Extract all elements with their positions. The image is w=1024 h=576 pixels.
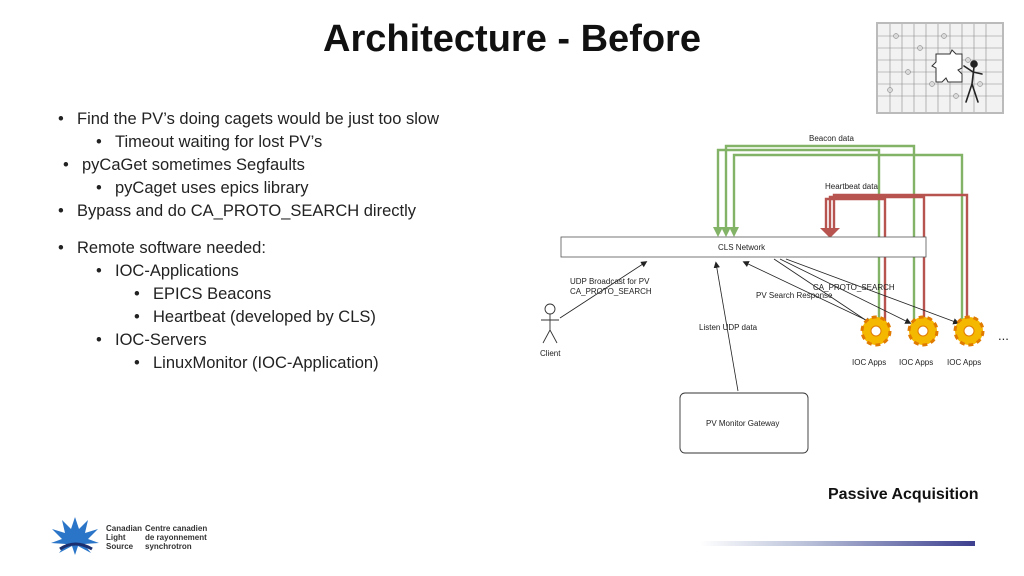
- more-ellipsis: ...: [998, 328, 1009, 343]
- pv-search-response-arrow: [742, 261, 867, 321]
- client-label: Client: [540, 349, 561, 358]
- architecture-diagram: Beacon data Heartbeat data CLS Network C…: [540, 134, 1009, 454]
- bullet-item: Timeout waiting for lost PV’s: [96, 131, 439, 154]
- bullet-item: Heartbeat (developed by CLS): [134, 306, 439, 329]
- beacon-arrowheads: [713, 227, 739, 237]
- heartbeat-data-label: Heartbeat data: [825, 182, 878, 191]
- slide-title: Architecture - Before: [323, 18, 701, 60]
- bullet-item: IOC-Applications: [96, 260, 439, 283]
- ioc-apps-label: IOC Apps: [947, 358, 981, 367]
- footer-gradient-line: [700, 541, 975, 546]
- ioc-search-arrow: [773, 258, 872, 324]
- bullet-item: LinuxMonitor (IOC-Application): [134, 352, 439, 375]
- bullet-item: Bypass and do CA_PROTO_SEARCH directly: [58, 200, 439, 223]
- cls-logo-mark: [51, 517, 99, 555]
- bullet-item: pyCaget uses epics library: [96, 177, 439, 200]
- listen-udp-arrow: [713, 261, 739, 392]
- udp-broadcast-label: UDP Broadcast for PV: [570, 277, 650, 286]
- bullet-item: Find the PV’s doing cagets would be just…: [58, 108, 439, 131]
- ioc-search-arrow: [779, 258, 912, 324]
- ioc-apps-label: IOC Apps: [852, 358, 886, 367]
- gear-icon: [953, 315, 985, 347]
- client-actor: [541, 303, 559, 344]
- udp-proto-label: CA_PROTO_SEARCH: [570, 287, 652, 296]
- pv-monitor-gateway-box: [679, 392, 809, 454]
- pv-search-response-label: PV Search Response: [756, 291, 833, 300]
- logo-text-fr: Centre canadien: [145, 524, 208, 533]
- ioc-search-arrow: [785, 258, 960, 325]
- ioc-apps-label: IOC Apps: [899, 358, 933, 367]
- cls-logo: Canadian Light Source Centre canadien de…: [50, 515, 210, 559]
- bullet-item: EPICS Beacons: [134, 283, 439, 306]
- cls-network-bar: [560, 236, 927, 258]
- gear-icon: [907, 315, 939, 347]
- ca-proto-search-label: CA_PROTO_SEARCH: [813, 283, 895, 292]
- listen-udp-label: Listen UDP data: [699, 323, 758, 332]
- logo-text-en: Source: [106, 542, 134, 551]
- heartbeat-arrowhead: [820, 228, 840, 238]
- bullet-item: IOC-Servers: [96, 329, 439, 352]
- logo-text-en: Canadian: [106, 524, 143, 533]
- beacon-data-label: Beacon data: [809, 134, 854, 143]
- cls-network-label: CLS Network: [718, 243, 766, 252]
- gear-icon: [860, 315, 892, 347]
- bullet-item: pyCaGet sometimes Segfaults: [63, 154, 439, 177]
- puzzle-image: [876, 22, 1004, 114]
- bullet-list: Find the PV’s doing cagets would be just…: [55, 108, 439, 375]
- heartbeat-data-lines: [824, 193, 969, 328]
- passive-acquisition-caption: Passive Acquisition: [828, 486, 979, 503]
- logo-text-fr: de rayonnement: [145, 533, 207, 542]
- logo-text-fr: synchrotron: [145, 542, 192, 551]
- pv-monitor-gateway-label: PV Monitor Gateway: [706, 419, 779, 428]
- bullet-item: Remote software needed:: [58, 237, 439, 260]
- logo-text-en: Light: [106, 533, 126, 542]
- udp-broadcast-arrow: [559, 261, 648, 319]
